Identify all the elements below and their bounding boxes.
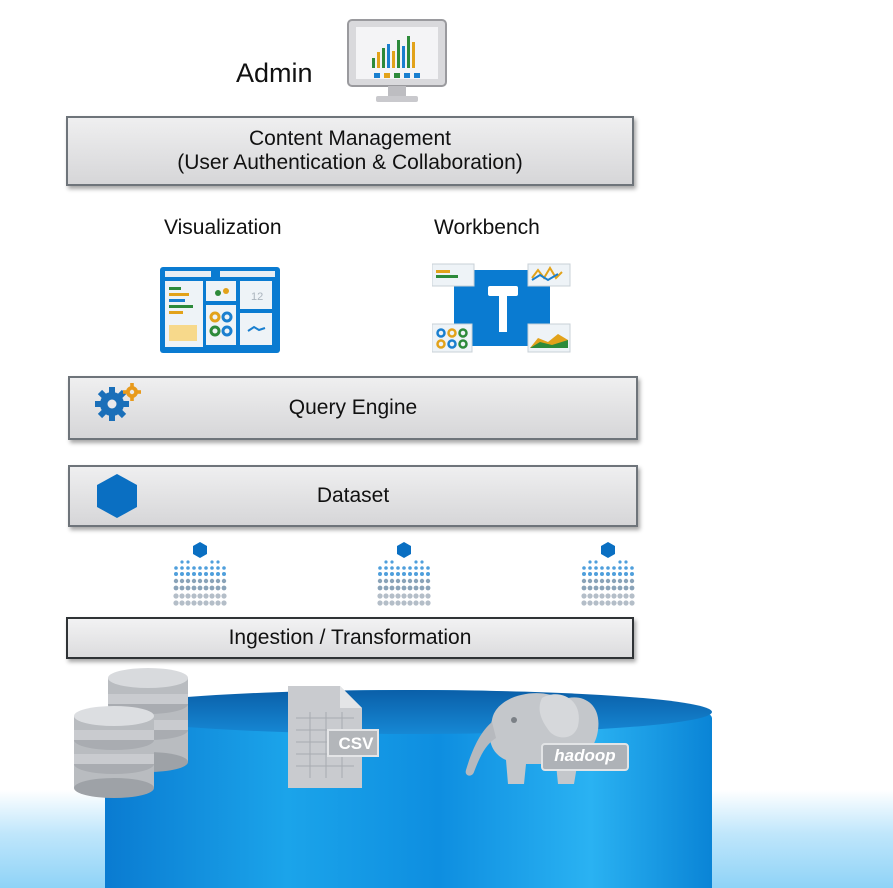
hadoop-label: hadoop	[554, 746, 616, 765]
dataset-label: Dataset	[316, 484, 390, 507]
query-engine-label: Query Engine	[288, 396, 418, 419]
admin-monitor-icon	[347, 19, 447, 102]
workbench-label: Workbench	[434, 216, 540, 239]
data-flow-dots-icon	[377, 542, 431, 606]
dashboard-icon: 12	[160, 267, 280, 353]
workbench-hammer-icon	[432, 263, 571, 353]
data-lake-top	[105, 690, 712, 734]
content-management-subtitle: (User Authentication & Collaboration)	[177, 151, 523, 174]
hadoop-label-badge	[541, 743, 629, 771]
data-flow-dots-icon	[173, 542, 227, 606]
hadoop-elephant-icon	[465, 693, 599, 784]
data-flow-dots-icon	[581, 542, 635, 606]
svg-text:12: 12	[251, 291, 263, 303]
gears-icon	[95, 383, 141, 421]
database-stack-icon	[74, 668, 188, 798]
dataset-box: Dataset	[68, 465, 638, 527]
visualization-label: Visualization	[164, 216, 282, 239]
query-engine-box: Query Engine	[68, 376, 638, 440]
content-management-title: Content Management	[249, 127, 451, 150]
csv-label: CSV	[338, 734, 374, 753]
ingestion-transformation-label: Ingestion / Transformation	[228, 626, 472, 649]
admin-label: Admin	[236, 58, 313, 88]
ingestion-transformation-box: Ingestion / Transformation	[66, 617, 634, 659]
content-management-box: Content Management (User Authentication …	[66, 116, 634, 186]
hexagon-icon	[97, 474, 137, 518]
csv-document-icon	[288, 686, 379, 788]
